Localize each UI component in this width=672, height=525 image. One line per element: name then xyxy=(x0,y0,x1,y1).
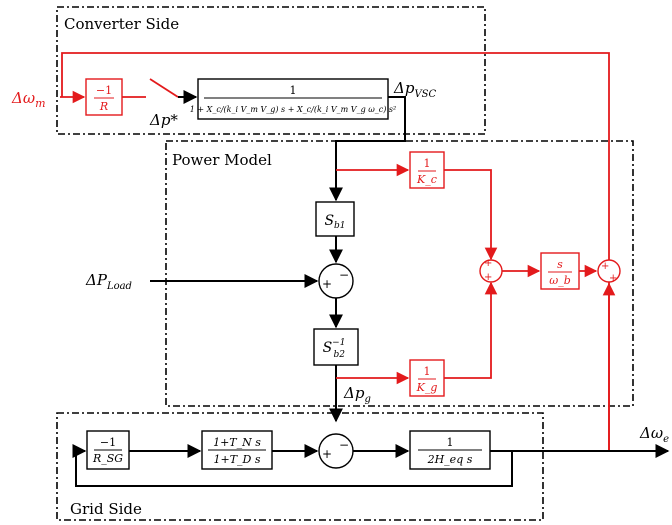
kc-den: K_c xyxy=(416,173,437,186)
omega-junction-plus-bottom: + xyxy=(609,273,617,284)
switch xyxy=(149,78,179,98)
kg-den: K_g xyxy=(416,381,438,394)
delta-p-vsc-label: ΔpVSC xyxy=(393,79,437,100)
vsc-transfer-block xyxy=(197,78,389,120)
power-junction-plus-top: + xyxy=(484,258,492,269)
droop-den: R xyxy=(99,100,108,113)
grid-side-region xyxy=(56,412,544,521)
sb1-label: Sb1 xyxy=(324,213,345,231)
derivative-block xyxy=(540,252,580,290)
droop-block xyxy=(85,78,123,116)
delta-pg-label: Δpg xyxy=(343,384,371,405)
converter-side-region xyxy=(56,6,486,135)
derivative-den: ω_b xyxy=(549,274,571,287)
delta-omega-e-label: Δωe xyxy=(639,424,669,445)
omega-feedback-wire xyxy=(61,52,610,451)
governor-den: 1+T_D s xyxy=(213,453,260,466)
omega-junction-plus-left: + xyxy=(601,261,609,272)
kc-output-wire xyxy=(444,169,498,261)
grid-junction-minus: − xyxy=(339,438,349,452)
inertia-num: 1 xyxy=(447,436,454,449)
sb2-inverse-block xyxy=(313,328,359,366)
rsg-num: −1 xyxy=(100,436,116,449)
converter-side-label: Converter Side xyxy=(64,15,179,33)
kg-num: 1 xyxy=(424,365,431,378)
vsc-den: 1 + X_c/(k_i V_m V_g) s + X_c/(k_i V_m V… xyxy=(190,105,396,114)
delta-p-star-label: Δp* xyxy=(149,111,178,129)
rsg-den: R_SG xyxy=(92,452,123,465)
load-junction-minus: − xyxy=(339,268,349,282)
load-junction-plus: + xyxy=(322,277,332,291)
derivative-num: s xyxy=(557,258,563,271)
omega-summing-junction xyxy=(597,259,621,283)
power-model-label: Power Model xyxy=(172,151,272,169)
governor-num: 1+T_N s xyxy=(213,436,261,449)
droop-num: −1 xyxy=(96,84,112,97)
kg-output-wire xyxy=(444,281,498,379)
grid-junction-plus: + xyxy=(322,447,332,461)
vsc-num: 1 xyxy=(290,84,297,97)
power-junction-plus-bottom: + xyxy=(484,272,492,283)
inertia-den: 2H_eq s xyxy=(427,453,473,466)
kg-block xyxy=(409,359,445,397)
power-model-region xyxy=(165,140,634,407)
grid-side-label: Grid Side xyxy=(70,500,142,518)
kc-num: 1 xyxy=(424,157,431,170)
delta-omega-m-label: Δωm xyxy=(11,89,46,110)
vsc-output-wire xyxy=(329,96,406,202)
delta-p-load-label: ΔPLoad xyxy=(85,271,132,292)
